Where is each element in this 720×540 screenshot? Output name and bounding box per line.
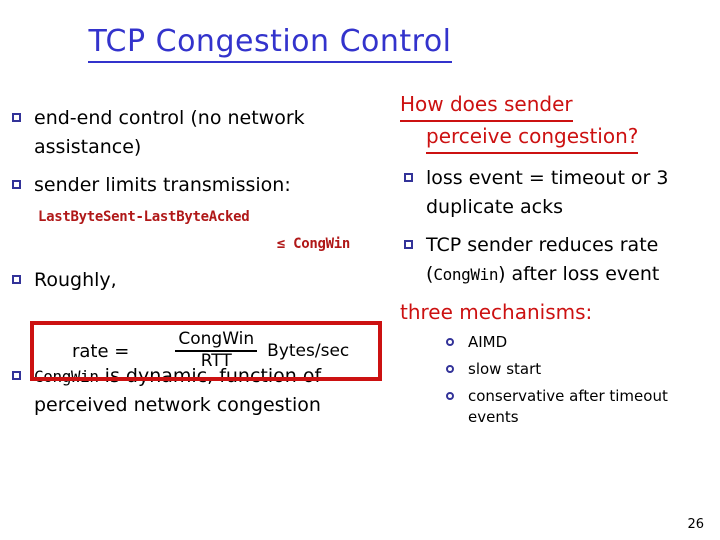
rate-formula-units: Bytes/sec	[267, 341, 350, 361]
sub-bullet-conservative-after-timeout-label: conservative after timeout events	[468, 387, 668, 426]
bullet-sender-limits: sender limits transmission:	[8, 171, 394, 200]
bullet-congwin-dynamic: CongWin is dynamic, function of perceive…	[8, 362, 394, 421]
rate-formula-inner: rate = CongWin RTT Bytes/sec	[34, 325, 378, 377]
left-column: end-end control (no network assistance) …	[8, 104, 394, 429]
heading-line-2: perceive congestion?	[426, 122, 639, 154]
bullet-congwin-dynamic-code: CongWin	[34, 366, 99, 386]
sub-bullet-aimd: AIMD	[442, 332, 712, 352]
equation-congwin-bound-text: ≤ CongWin	[276, 236, 350, 253]
bullet-tcp-sender-reduces: TCP sender reduces rate (CongWin) after …	[400, 231, 712, 290]
heading-how-does-sender-perceive: How does sender perceive congestion?	[400, 90, 712, 154]
heading-line-1: How does sender	[400, 90, 573, 122]
page-number: 26	[687, 517, 704, 532]
heading-three-mechanisms: three mechanisms:	[400, 300, 712, 324]
sub-bullet-conservative-after-timeout: conservative after timeout events	[442, 386, 712, 427]
slide-title-text: TCP Congestion Control	[88, 24, 452, 63]
sub-bullet-aimd-label: AIMD	[468, 332, 508, 351]
equation-lastbyte: LastByteSent-LastByteAcked	[38, 206, 394, 225]
equation-lastbyte-text: LastByteSent-LastByteAcked	[38, 209, 250, 226]
rate-formula-box: rate = CongWin RTT Bytes/sec	[30, 321, 382, 381]
sub-bullet-slow-start-label: slow start	[468, 360, 542, 378]
bullet-loss-event: loss event = timeout or 3 duplicate acks	[400, 164, 712, 223]
bullet-loss-event-label: loss event = timeout or 3 duplicate acks	[426, 167, 669, 219]
bullet-end-end-control-label: end-end control (no network assistance)	[34, 107, 305, 159]
bullet-roughly-label: Roughly,	[34, 269, 117, 292]
equation-congwin-bound: ≤ CongWin	[8, 233, 394, 252]
bullet-tcp-sender-reduces-before: TCP sender reduces rate (	[426, 233, 659, 286]
rate-formula-fraction: CongWin RTT	[175, 330, 258, 371]
bullet-end-end-control: end-end control (no network assistance)	[8, 104, 394, 163]
slide-title: TCP Congestion Control	[0, 24, 540, 63]
rate-formula-lhs: rate =	[72, 340, 130, 362]
sub-bullet-slow-start: slow start	[442, 359, 712, 379]
bullet-sender-limits-label: sender limits transmission:	[34, 173, 291, 196]
bullet-tcp-sender-reduces-after: ) after loss event	[498, 263, 660, 286]
bullet-congwin-dynamic-label: is dynamic, function of perceived networ…	[34, 364, 322, 417]
right-column: How does sender perceive congestion? los…	[400, 90, 712, 434]
bullet-roughly: Roughly,	[8, 266, 394, 295]
bullet-tcp-sender-reduces-code: CongWin	[433, 265, 499, 285]
rate-formula-numerator: CongWin	[175, 330, 258, 352]
heading-three-mechanisms-text: three mechanisms:	[400, 299, 593, 324]
rate-formula-denominator: RTT	[200, 351, 232, 371]
